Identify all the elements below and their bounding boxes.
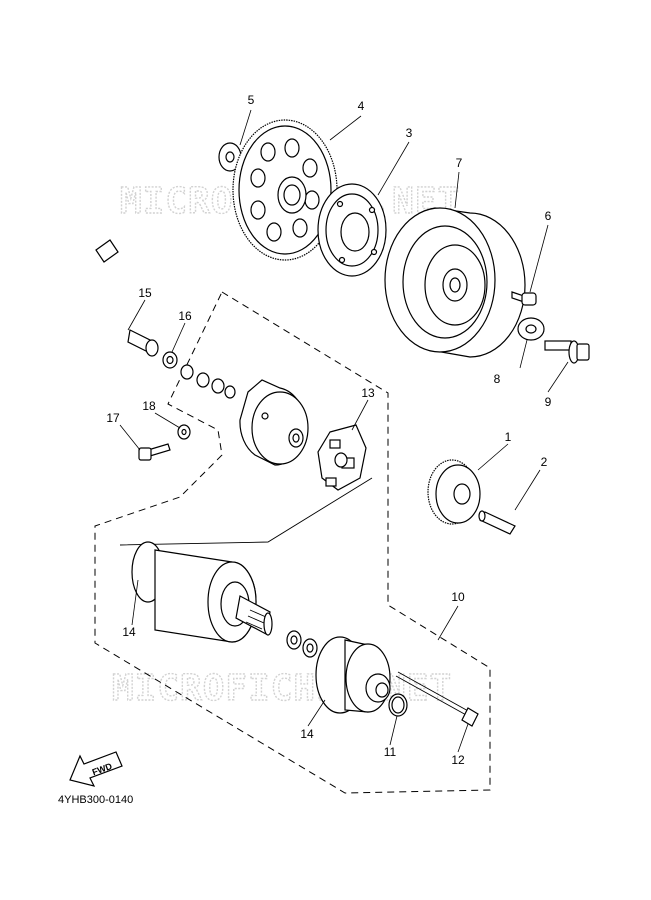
one-way-clutch-part-3 [317, 183, 387, 277]
callout-8: 8 [494, 372, 501, 386]
fwd-arrow-icon: FWD [69, 751, 123, 787]
callout-10: 10 [451, 590, 465, 604]
callout-13: 13 [361, 386, 375, 400]
washer-stack [180, 364, 236, 399]
nut-part-16 [162, 351, 178, 369]
callout-14-right: 14 [300, 727, 314, 741]
starter-front-cover [315, 636, 391, 714]
callout-3: 3 [406, 126, 413, 140]
flywheel-rotor-part-7 [384, 207, 526, 358]
callout-5: 5 [248, 93, 255, 107]
leader-lines [119, 109, 569, 753]
brush-holder-part-13 [317, 424, 367, 491]
callout-15: 15 [138, 286, 152, 300]
bolt-part-6 [511, 291, 537, 306]
washer-part-8 [517, 317, 545, 341]
callout-16: 16 [178, 309, 192, 323]
flange-bolt-part-9 [544, 340, 590, 364]
callout-17: 17 [106, 411, 120, 425]
washer-part-5 [218, 142, 242, 172]
callout-18: 18 [142, 399, 156, 413]
callout-9: 9 [545, 395, 552, 409]
callout-12: 12 [451, 753, 465, 767]
bolt-part-17 [138, 443, 171, 461]
callout-14-left: 14 [122, 625, 136, 639]
brush-holder-sub-outline [119, 477, 373, 546]
shim-washers [286, 630, 318, 658]
callout-6: 6 [545, 209, 552, 223]
o-ring-part-11 [388, 693, 408, 717]
shaft-part-2 [478, 510, 516, 535]
washer-part-18 [177, 424, 191, 440]
callout-4: 4 [358, 99, 365, 113]
starter-end-cover [239, 379, 309, 466]
callout-1: 1 [505, 430, 512, 444]
idler-gear-part-1 [427, 459, 481, 525]
callout-2: 2 [541, 455, 548, 469]
long-bolt-part-12 [395, 671, 479, 727]
starter-motor-body [131, 541, 273, 643]
lead-wire-part-15 [71, 239, 159, 357]
callout-7: 7 [456, 156, 463, 170]
callout-11: 11 [384, 745, 397, 759]
drawing-code: 4YHB300-0140 [58, 794, 133, 806]
starter-assembly-outline [94, 291, 491, 794]
